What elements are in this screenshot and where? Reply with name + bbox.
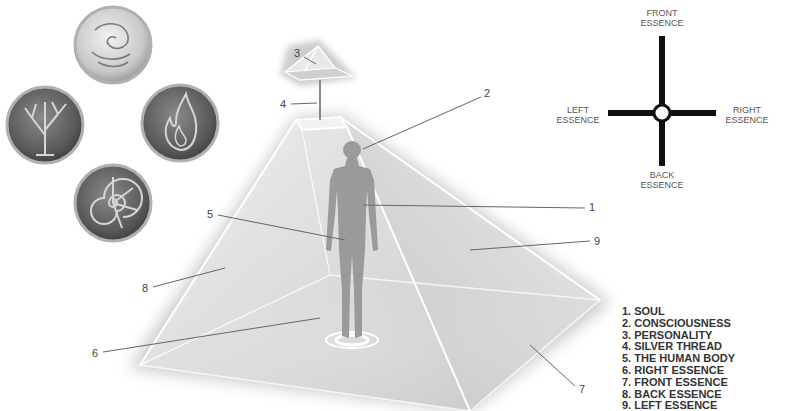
essence-compass — [608, 36, 716, 166]
essence-label: RIGHT ESSENCE — [718, 105, 776, 126]
main-pyramid — [140, 117, 600, 411]
legend-item: 4. SILVER THREAD — [622, 340, 722, 353]
legend-item: 8. BACK ESSENCE — [622, 388, 722, 401]
essence-label: BACK ESSENCE — [633, 170, 691, 191]
human-figure — [326, 141, 378, 338]
floor-rings — [326, 332, 378, 348]
leader-lines — [103, 57, 590, 386]
callout-number: 6 — [92, 347, 98, 360]
legend-item: 2. CONSCIOUSNESS — [622, 317, 731, 330]
essence-label: FRONT ESSENCE — [633, 8, 691, 29]
callout-number: 4 — [280, 98, 286, 111]
legend-item: 3. PERSONALITY — [622, 329, 712, 342]
essence-label: LEFT ESSENCE — [549, 105, 607, 126]
legend-item: 7. FRONT ESSENCE — [622, 376, 728, 389]
callout-number: 9 — [594, 235, 600, 248]
callout-number: 5 — [207, 208, 213, 221]
callout-number: 2 — [484, 87, 490, 100]
silver-thread — [319, 80, 321, 120]
legend-item: 9. LEFT ESSENCE — [622, 399, 717, 411]
legend-item: 6. RIGHT ESSENCE — [622, 364, 724, 377]
legend-item: 5. THE HUMAN BODY — [622, 352, 735, 365]
callout-number: 3 — [294, 47, 300, 60]
legend-item: 1. SOUL — [622, 305, 665, 318]
callout-number: 7 — [579, 383, 585, 396]
element-medallions — [7, 7, 218, 241]
small-pyramid — [285, 46, 352, 80]
callout-number: 8 — [142, 282, 148, 295]
callout-number: 1 — [589, 201, 595, 214]
